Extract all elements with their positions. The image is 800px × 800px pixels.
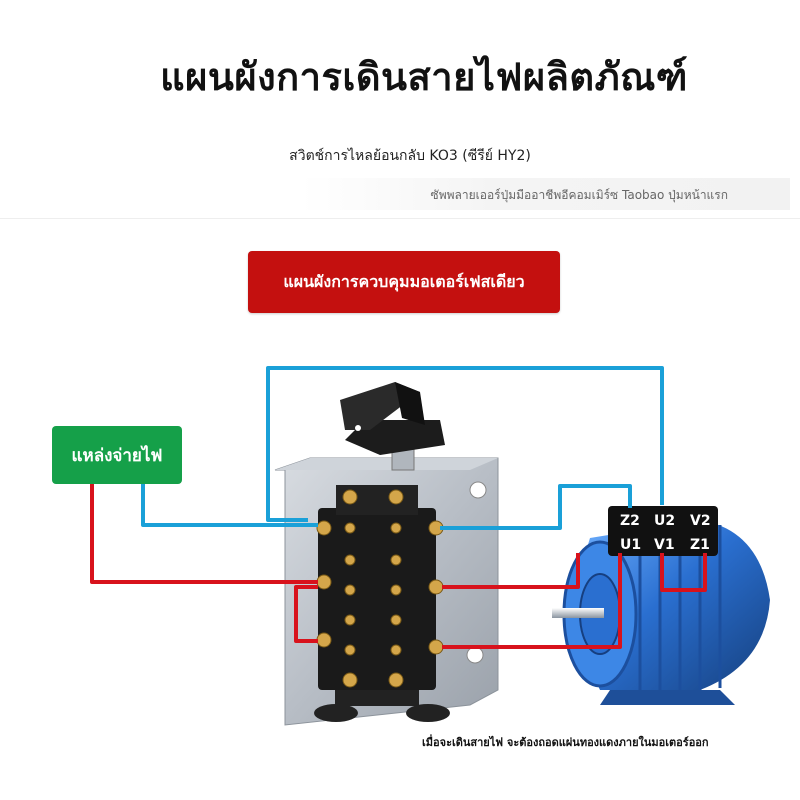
terminal-z1: Z1: [690, 537, 710, 553]
blue-wires: [141, 366, 664, 530]
motor: [552, 506, 770, 705]
rotary-knob: [340, 382, 445, 471]
red-wires: [90, 484, 707, 649]
blue-wire-motor: [440, 484, 632, 530]
power-source-box: แหล่งจ่ายไฟ: [52, 426, 182, 484]
red-wire-motor-2: [442, 553, 622, 649]
switch-terminal-block: [318, 485, 436, 706]
terminal-v1: V1: [654, 537, 675, 553]
page-title: แผนผังการเดินสายไฟผลิตภัณฑ์: [160, 55, 688, 99]
note-bar: [300, 178, 790, 210]
supplier-note: ซัพพลายเออร์ปุ่มมืออาชีพอีคอมเมิร์ซ Taob…: [430, 188, 728, 202]
red-wire-source: [90, 484, 318, 584]
product-subtitle: สวิตช์การไหลย้อนกลับ KO3 (ซีรีย์ HY2): [289, 148, 531, 164]
red-wire-motor-1: [442, 553, 580, 589]
red-wire-motor-3: [660, 553, 707, 592]
blue-wire-source: [141, 484, 318, 527]
divider: [0, 218, 800, 219]
terminal-v2: V2: [690, 513, 711, 529]
blue-wire-top-loop: [266, 366, 664, 522]
terminal-u1: U1: [620, 537, 641, 553]
red-wire-bridge: [294, 585, 318, 643]
wiring-footnote: เมื่อจะเดินสายไฟ จะต้องถอดแผ่นทองแดงภายใ…: [422, 736, 709, 749]
terminal-z2: Z2: [620, 513, 640, 529]
terminal-u2: U2: [654, 513, 675, 529]
motor-terminal-labels: Z2 U2 V2 U1 V1 Z1: [620, 513, 711, 553]
diagram-banner: แผนผังการควบคุมมอเตอร์เฟสเดียว: [248, 251, 560, 313]
